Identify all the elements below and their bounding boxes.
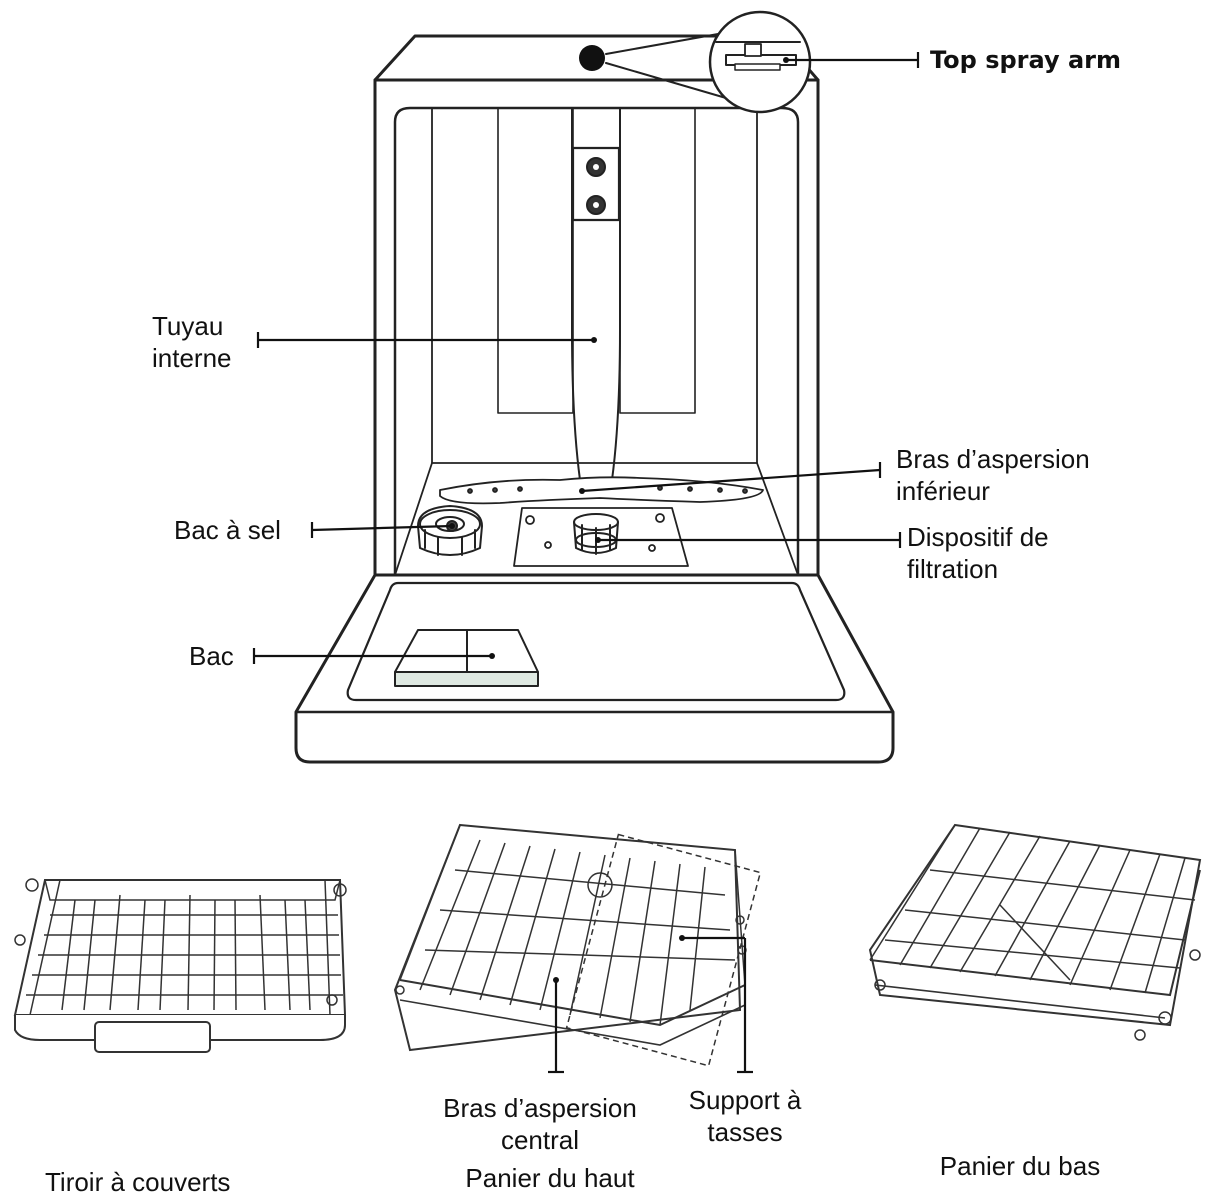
label-top-spray-arm: Top spray arm <box>930 46 1122 74</box>
label-bac: Bac <box>189 641 234 671</box>
lower-basket <box>868 823 1202 1041</box>
label-support-line1: Support à <box>688 1085 802 1115</box>
basket-leader-lines <box>548 936 753 1074</box>
detergent-dispenser <box>394 629 539 687</box>
label-filtration-line1: Dispositif de <box>907 522 1049 552</box>
cutlery-drawer <box>13 878 347 1053</box>
label-bras-inferieur-line2: inférieur <box>896 476 990 506</box>
label-bras-central-line2: central <box>500 1125 580 1155</box>
label-tuyau-line1: Tuyau <box>152 311 224 341</box>
label-tiroir: Tiroir à couverts <box>45 1167 231 1197</box>
salt-container-cap <box>417 505 483 556</box>
internal-pipe <box>571 107 621 481</box>
label-bras-central-line1: Bras d’aspersion <box>443 1093 637 1123</box>
label-bac-sel: Bac à sel <box>174 515 281 545</box>
label-support-line2: tasses <box>707 1117 783 1147</box>
label-panier-haut: Panier du haut <box>465 1163 635 1193</box>
leader-lines <box>252 52 920 664</box>
label-filtration-line2: filtration <box>907 554 999 584</box>
upper-basket <box>393 823 762 1067</box>
door <box>294 573 895 764</box>
label-tuyau-line2: interne <box>152 343 232 373</box>
filter-plate <box>513 507 689 567</box>
label-panier-bas: Panier du bas <box>939 1151 1101 1181</box>
label-bras-inferieur-line1: Bras d’aspersion <box>896 444 1090 474</box>
top-spray-arm-indicator <box>579 10 812 114</box>
